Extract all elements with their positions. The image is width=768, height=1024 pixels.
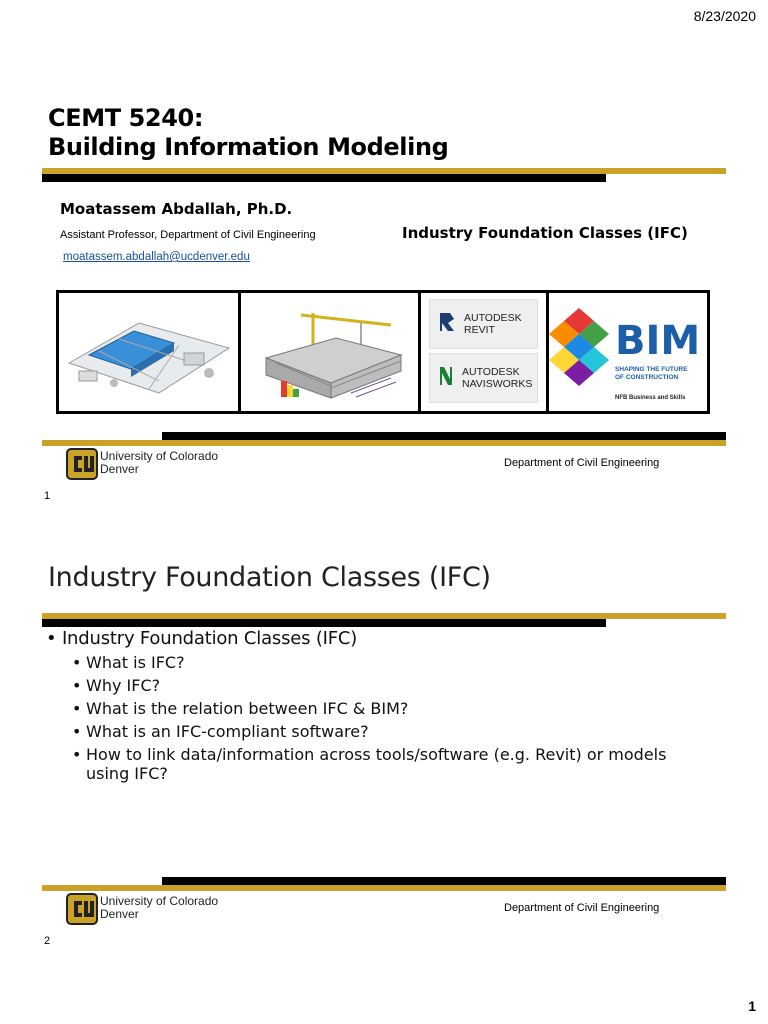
sub-bullet-text: Why IFC? bbox=[86, 676, 161, 695]
bim-tagline-line1: SHAPING THE FUTURE bbox=[615, 366, 688, 373]
sub-bullet-3: •What is the relation between IFC & BIM? bbox=[72, 699, 409, 718]
revit-brand-bottom: REVIT bbox=[464, 324, 495, 336]
cu-denver-logo: University of Colorado Denver bbox=[66, 893, 219, 925]
cu-denver-logo: University of Colorado Denver bbox=[66, 448, 219, 480]
slide2-footer-gold-rule bbox=[42, 885, 726, 891]
cu-logo-line2: Denver bbox=[100, 462, 139, 476]
bim-logo: BIM SHAPING THE FUTURE OF CONSTRUCTION N… bbox=[549, 293, 707, 411]
navisworks-logo: AUTODESK NAVISWORKS bbox=[429, 353, 538, 403]
sub-bullet-2: •Why IFC? bbox=[72, 676, 161, 695]
page-number: 1 bbox=[748, 998, 756, 1014]
slide2-footer-black-rule bbox=[162, 877, 726, 885]
cu-emblem-icon bbox=[66, 448, 98, 480]
slide1-title-line1: CEMT 5240: bbox=[48, 104, 204, 132]
slide1-gold-rule bbox=[42, 168, 726, 174]
revit-logo: AUTODESK REVIT bbox=[429, 299, 538, 349]
document-date: 8/23/2020 bbox=[693, 8, 756, 24]
slide2-black-rule bbox=[42, 619, 606, 627]
slide1-title: CEMT 5240: Building Information Modeling bbox=[48, 104, 449, 162]
bim-wordmark: BIM bbox=[615, 318, 701, 364]
author-name: Moatassem Abdallah, Ph.D. bbox=[60, 200, 293, 218]
slide2-gold-rule bbox=[42, 613, 726, 619]
navisworks-icon bbox=[438, 365, 454, 392]
sub-bullet-1: •What is IFC? bbox=[72, 653, 185, 672]
slide2-bullet-list: • Industry Foundation Classes (IFC) •Wha… bbox=[46, 628, 726, 787]
slide1-number: 1 bbox=[44, 490, 51, 502]
cu-logo-line1: University of Colorado bbox=[100, 894, 219, 908]
bim-tagline: SHAPING THE FUTURE OF CONSTRUCTION bbox=[615, 366, 688, 382]
cu-logo-line2: Denver bbox=[100, 907, 139, 921]
construction-building-image bbox=[241, 293, 421, 411]
bullet-main-text: Industry Foundation Classes (IFC) bbox=[61, 628, 358, 649]
bim-credit: NFB Business and Skills bbox=[615, 395, 686, 401]
cu-logo-line1: University of Colorado bbox=[100, 449, 219, 463]
revit-brand-top: AUTODESK bbox=[464, 312, 522, 324]
sub-bullet-text: What is IFC? bbox=[86, 653, 185, 672]
revit-icon bbox=[438, 311, 456, 338]
floor-plan-image bbox=[59, 293, 241, 411]
image-strip: AUTODESK REVIT AUTODESK NAVISWORKS BIM bbox=[56, 290, 710, 414]
slide1-footer-gold-rule bbox=[42, 440, 726, 446]
navisworks-brand-top: AUTODESK bbox=[462, 366, 520, 378]
cu-emblem-icon bbox=[66, 893, 98, 925]
sub-bullet-text: How to link data/information across tool… bbox=[86, 745, 667, 783]
bullet-main: • Industry Foundation Classes (IFC) bbox=[46, 628, 358, 649]
sub-bullet-5: •How to link data/information across too… bbox=[72, 745, 726, 783]
slide2-title: Industry Foundation Classes (IFC) bbox=[48, 562, 491, 593]
slide2-footer-dept: Department of Civil Engineering bbox=[504, 902, 660, 914]
slide1-subtopic: Industry Foundation Classes (IFC) bbox=[402, 224, 688, 242]
slide1-black-rule bbox=[42, 174, 606, 182]
author-role: Assistant Professor, Department of Civil… bbox=[60, 229, 316, 241]
sub-bullet-text: What is an IFC-compliant software? bbox=[86, 722, 369, 741]
autodesk-logos: AUTODESK REVIT AUTODESK NAVISWORKS bbox=[421, 293, 549, 411]
slide1-footer-black-rule bbox=[162, 432, 726, 440]
bim-cube-icon bbox=[549, 308, 609, 386]
slide1-footer-dept: Department of Civil Engineering bbox=[504, 457, 660, 469]
sub-bullet-text: What is the relation between IFC & BIM? bbox=[86, 699, 409, 718]
bim-tagline-line2: OF CONSTRUCTION bbox=[615, 374, 679, 381]
slide1-title-line2: Building Information Modeling bbox=[48, 133, 449, 161]
sub-bullet-4: •What is an IFC-compliant software? bbox=[72, 722, 369, 741]
author-email-link[interactable]: moatassem.abdallah@ucdenver.edu bbox=[63, 251, 250, 263]
navisworks-brand-bottom: NAVISWORKS bbox=[462, 378, 533, 390]
slide2-number: 2 bbox=[44, 935, 51, 947]
